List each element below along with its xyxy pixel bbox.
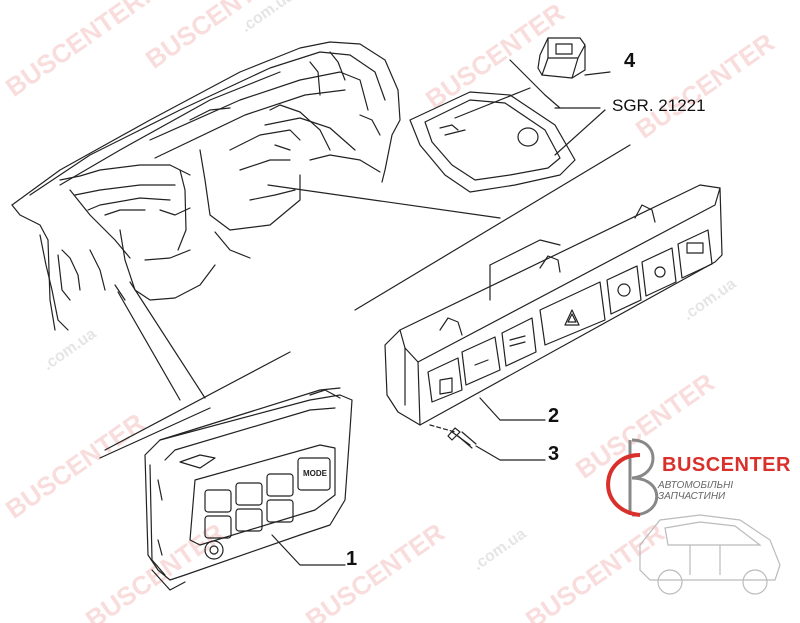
part-4-switch xyxy=(537,37,586,79)
logo-name: BUSCENTER xyxy=(662,454,791,476)
mode-button-label: MODE xyxy=(303,469,327,478)
part-1-switch-panel xyxy=(144,387,353,591)
group-reference-label: SGR. 21221 xyxy=(612,96,706,115)
minibus-illustration xyxy=(639,514,781,595)
buscenter-logo-mark xyxy=(606,438,659,517)
dashboard-assembly xyxy=(11,41,401,331)
logo-subtitle: АВТОМОБІЛЬНІ ЗАПЧАСТИНИ xyxy=(658,480,734,502)
callout-2: 2 xyxy=(548,405,560,427)
part-3-screw xyxy=(447,427,477,449)
leader-lines xyxy=(99,59,631,566)
callout-1: 1 xyxy=(346,548,358,570)
gear-console xyxy=(409,91,576,193)
callout-3: 3 xyxy=(548,443,560,465)
part-2-switch-module xyxy=(384,184,723,426)
callout-4: 4 xyxy=(624,50,636,72)
